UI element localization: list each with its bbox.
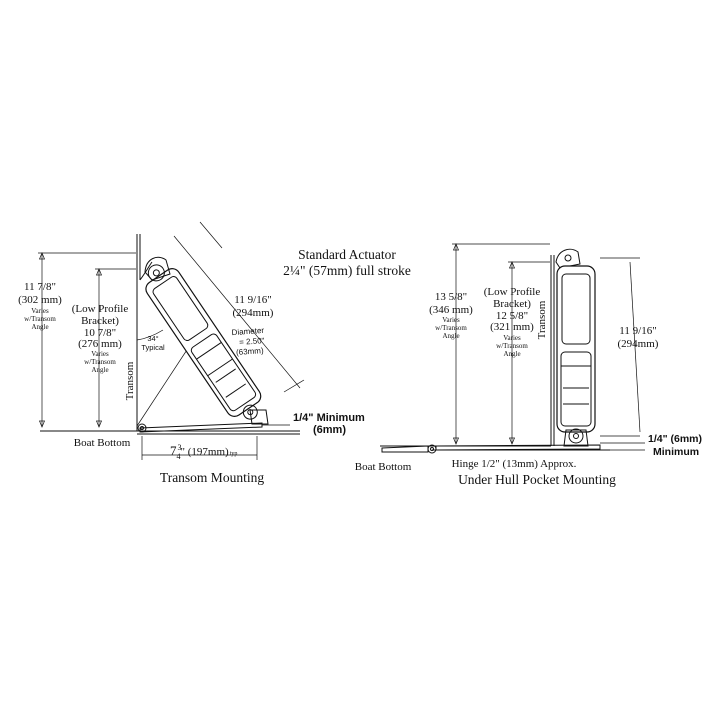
left-min-1: 1/4" Minimum bbox=[293, 412, 365, 424]
left-lp-note-1: Varies bbox=[91, 350, 109, 358]
left-lp-label-2: Bracket) bbox=[81, 315, 119, 327]
right-height-in: 13 5/8" bbox=[435, 291, 467, 303]
right-height-note-3: Angle bbox=[442, 332, 459, 340]
right-transom-label: Transom bbox=[536, 300, 548, 339]
header-stroke: 2¼" (57mm) full stroke bbox=[283, 263, 411, 278]
left-height-note-2: w/Transom bbox=[24, 315, 56, 323]
right-height-note-1: Varies bbox=[442, 316, 460, 324]
left-caption: Transom Mounting bbox=[160, 470, 264, 485]
left-diameter-1: Diameter bbox=[231, 326, 264, 337]
transom-mounting-drawing bbox=[38, 221, 305, 460]
left-lp-mm: (276 mm) bbox=[78, 338, 122, 350]
right-length-in: 11 9/16" bbox=[619, 325, 656, 337]
left-lp-note-2: w/Transom bbox=[84, 358, 116, 366]
left-diameter-2: = 2.50" bbox=[239, 336, 265, 347]
left-length-mm: (294mm) bbox=[233, 307, 274, 319]
right-lp-label-1: (Low Profile bbox=[484, 286, 541, 298]
right-boat-bottom: Boat Bottom bbox=[355, 461, 412, 473]
right-lp-mm: (321 mm) bbox=[490, 321, 534, 333]
right-lp-label-2: Bracket) bbox=[493, 298, 531, 310]
left-length-in: 11 9/16" bbox=[234, 294, 271, 306]
right-height-mm: (346 mm) bbox=[429, 304, 473, 316]
right-height-note-2: w/Transom bbox=[435, 324, 467, 332]
left-lp-in: 10 7/8" bbox=[84, 327, 116, 339]
left-lp-note-3: Angle bbox=[91, 366, 108, 374]
right-lp-note-2: w/Transom bbox=[496, 342, 528, 350]
left-diameter-3: (63mm) bbox=[236, 346, 264, 357]
right-caption: Under Hull Pocket Mounting bbox=[458, 472, 616, 487]
left-angle: 34° bbox=[147, 334, 158, 343]
right-min-2: Minimum bbox=[653, 446, 699, 458]
left-height-note-3: Angle bbox=[31, 323, 48, 331]
left-height-mm: (302 mm) bbox=[18, 294, 62, 306]
header-title: Standard Actuator bbox=[298, 247, 396, 262]
under-hull-mounting-drawing bbox=[380, 243, 645, 454]
left-min-2: (6mm) bbox=[313, 424, 346, 436]
left-boat-bottom: Boat Bottom bbox=[74, 437, 131, 449]
left-transom-label: Transom bbox=[124, 361, 136, 400]
right-hinge: Hinge 1/2" (13mm) Approx. bbox=[452, 458, 577, 470]
right-lp-note-1: Varies bbox=[503, 334, 521, 342]
right-lp-note-3: Angle bbox=[503, 350, 520, 358]
left-lp-label-1: (Low Profile bbox=[72, 303, 129, 315]
right-lp-in: 12 5/8" bbox=[496, 310, 528, 322]
right-min-1: 1/4" (6mm) bbox=[648, 433, 702, 445]
left-angle-note: Typical bbox=[141, 343, 165, 352]
left-height-note-1: Varies bbox=[31, 307, 49, 315]
right-length-mm: (294mm) bbox=[618, 338, 659, 350]
left-height-in: 11 7/8" bbox=[24, 281, 56, 293]
